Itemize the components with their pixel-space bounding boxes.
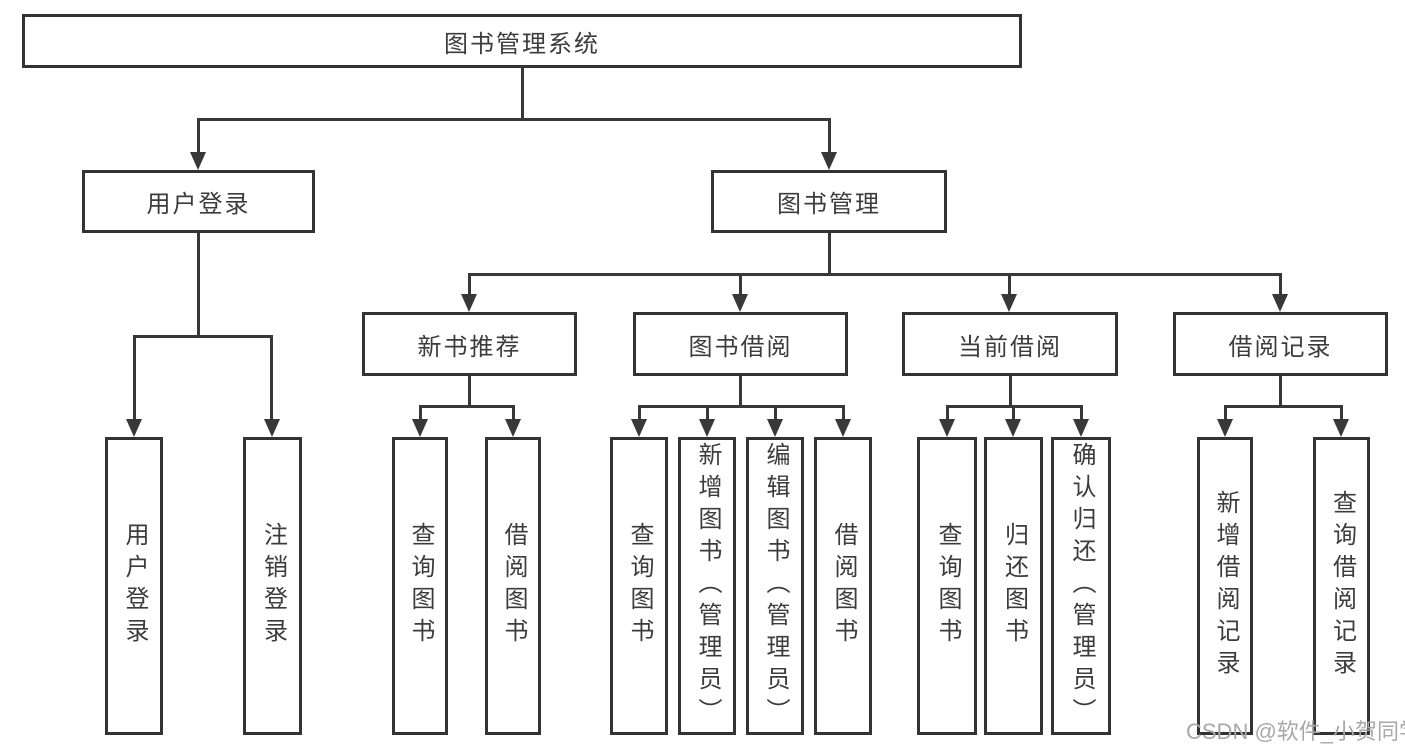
connector-line — [133, 335, 136, 421]
leaf-label: 用户登录 — [121, 522, 148, 650]
node-book-management: 图书管理 — [711, 170, 947, 233]
connector-line — [638, 405, 641, 421]
node-borrowing-records: 借阅记录 — [1173, 312, 1388, 376]
connector-line — [1012, 405, 1015, 421]
leaf-borrow-books: 借阅图书 — [814, 437, 872, 735]
leaf-add-borrow-record: 新增借阅记录 — [1197, 437, 1253, 735]
connector-line — [197, 233, 200, 335]
leaf-return-books: 归还图书 — [984, 437, 1043, 735]
connector-line — [1279, 376, 1282, 405]
leaf-query-books-recommend: 查询图书 — [392, 437, 448, 735]
leaf-label: 新增图书（管理员） — [694, 442, 721, 730]
leaf-label: 借阅图书 — [500, 522, 527, 650]
leaf-logout: 注销登录 — [243, 437, 302, 735]
leaf-label: 查询借阅记录 — [1328, 490, 1356, 682]
arrow-down-icon — [939, 419, 955, 437]
leaf-label: 新增借阅记录 — [1212, 490, 1239, 682]
node-label: 新书推荐 — [417, 333, 522, 361]
connector-line — [828, 233, 831, 273]
arrow-down-icon — [126, 419, 142, 437]
node-label: 图书借阅 — [688, 333, 793, 361]
node-book-borrowing: 图书借阅 — [633, 312, 848, 376]
connector-line — [419, 405, 515, 408]
leaf-borrow-books-recommend: 借阅图书 — [485, 437, 541, 735]
connector-line — [1009, 376, 1012, 405]
leaf-label: 注销登录 — [259, 522, 287, 650]
connector-line — [739, 273, 742, 296]
connector-line — [468, 376, 471, 405]
connector-line — [197, 118, 831, 121]
node-library-system: 图书管理系统 — [22, 14, 1022, 68]
arrow-down-icon — [699, 419, 715, 437]
leaf-label: 借阅图书 — [830, 522, 857, 650]
arrow-down-icon — [631, 419, 647, 437]
node-label: 图书管理系统 — [444, 30, 600, 58]
connector-line — [512, 405, 515, 421]
connector-line — [1008, 273, 1011, 296]
arrow-down-icon — [505, 419, 521, 437]
node-label: 用户登录 — [146, 191, 251, 218]
node-user-login: 用户登录 — [82, 170, 315, 233]
connector-line — [1224, 405, 1343, 408]
connector-line — [1279, 273, 1282, 296]
leaf-confirm-return-admin: 确认归还（管理员） — [1051, 437, 1111, 735]
leaf-query-books-borrow: 查询图书 — [610, 437, 668, 735]
arrow-down-icon — [1001, 294, 1017, 312]
arrow-down-icon — [1005, 419, 1021, 437]
arrow-down-icon — [1272, 294, 1288, 312]
connector-line — [638, 405, 845, 408]
node-current-borrowing: 当前借阅 — [902, 312, 1118, 376]
leaf-query-borrow-record: 查询借阅记录 — [1313, 437, 1370, 735]
arrow-down-icon — [190, 152, 206, 170]
leaf-add-book-admin: 新增图书（管理员） — [678, 437, 736, 735]
arrow-down-icon — [1217, 419, 1233, 437]
arrow-down-icon — [461, 294, 477, 312]
arrow-down-icon — [264, 419, 280, 437]
connector-line — [1224, 405, 1227, 421]
connector-line — [270, 335, 273, 421]
connector-line — [468, 273, 1281, 276]
connector-line — [706, 405, 709, 421]
connector-line — [468, 273, 471, 296]
arrow-down-icon — [767, 419, 783, 437]
arrow-down-icon — [412, 419, 428, 437]
connector-line — [133, 335, 273, 338]
leaf-label: 归还图书 — [1000, 522, 1028, 650]
arrow-down-icon — [1073, 419, 1089, 437]
connector-line — [521, 68, 524, 118]
leaf-label: 确认归还（管理员） — [1068, 442, 1095, 730]
node-label: 借阅记录 — [1228, 333, 1333, 361]
node-new-book-recommend: 新书推荐 — [362, 312, 577, 376]
arrow-down-icon — [821, 152, 837, 170]
arrow-down-icon — [835, 419, 851, 437]
connector-line — [842, 405, 845, 421]
leaf-edit-book-admin: 编辑图书（管理员） — [746, 437, 804, 735]
node-label: 图书管理 — [777, 191, 881, 218]
connector-line — [1340, 405, 1343, 421]
leaf-label: 查询图书 — [626, 522, 653, 650]
leaf-label: 查询图书 — [407, 522, 434, 650]
leaf-label: 编辑图书（管理员） — [762, 442, 789, 730]
leaf-query-books-current: 查询图书 — [917, 437, 977, 735]
connector-line — [739, 376, 742, 405]
arrow-down-icon — [1333, 419, 1349, 437]
node-label: 当前借阅 — [958, 333, 1062, 361]
arrow-down-icon — [732, 294, 748, 312]
csdn-watermark: CSDN @软件_小贺同学 — [1186, 719, 1405, 744]
connector-line — [828, 118, 831, 154]
connector-line — [1080, 405, 1083, 421]
leaf-user-login: 用户登录 — [105, 437, 163, 735]
connector-line — [197, 118, 200, 154]
connector-line — [419, 405, 422, 421]
leaf-label: 查询图书 — [934, 522, 961, 650]
connector-line — [946, 405, 949, 421]
connector-line — [774, 405, 777, 421]
